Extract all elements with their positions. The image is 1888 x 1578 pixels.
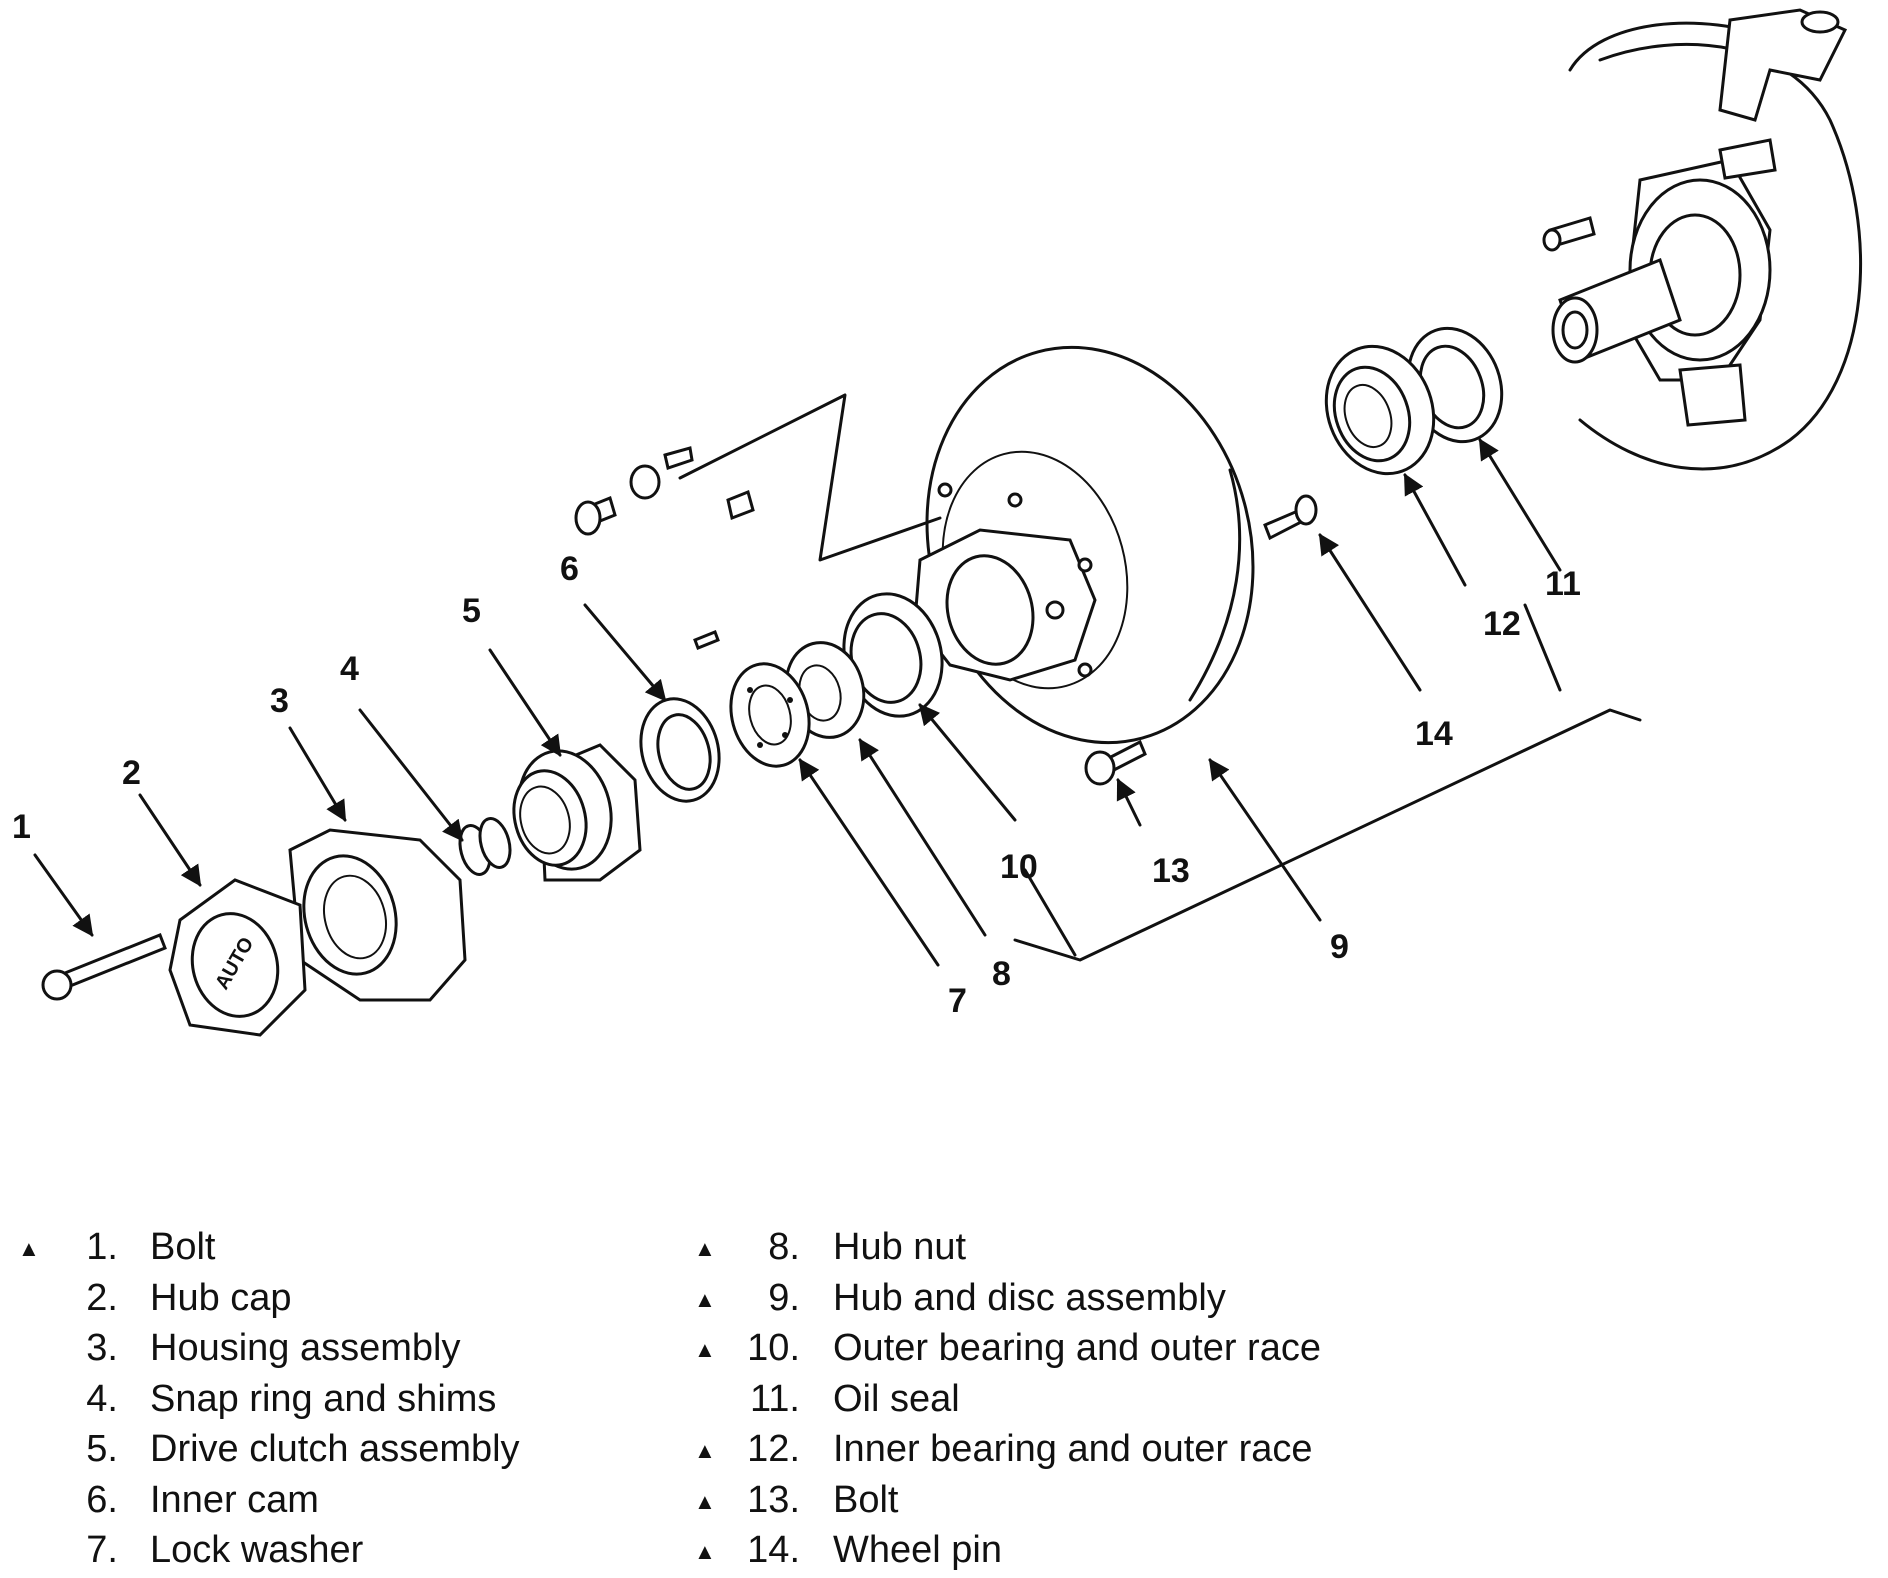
legend-item: 3. Housing assembly <box>0 1323 680 1374</box>
legend-number: 1. <box>86 1226 118 1268</box>
legend-item: ▲ 8. Hub nut <box>680 1222 1880 1273</box>
triangle-icon: ▲ <box>694 1438 716 1463</box>
legend-number: 9. <box>768 1276 800 1319</box>
legend-item: ▲ 9. Hub and disc assembly <box>680 1273 1880 1324</box>
callout-13: 13 <box>1152 852 1190 890</box>
legend-number: 7. <box>86 1529 118 1571</box>
housing-assembly <box>288 828 467 1002</box>
exploded-hub-diagram: AUTO 1 2 3 4 5 <box>12 8 1863 1037</box>
hub-disc-assembly <box>913 345 1255 745</box>
legend-label: Snap ring and shims <box>150 1377 497 1420</box>
legend-label: Hub and disc assembly <box>833 1276 1226 1319</box>
legend-number: 4. <box>86 1377 118 1420</box>
parts-legend-right: ▲ 8. Hub nut ▲ 9. Hub and disc assembly ▲ 10.… <box>680 1222 1880 1576</box>
triangle-icon: ▲ <box>694 1488 716 1514</box>
legend-label: Hub cap <box>150 1276 292 1319</box>
exploded-guide-line <box>678 393 942 562</box>
legend-item: 11. Oil seal <box>680 1374 1880 1425</box>
legend-item: 4. Snap ring and shims <box>0 1374 680 1425</box>
callout-9: 9 <box>1330 928 1349 966</box>
legend-number: 12. <box>747 1428 800 1470</box>
callout-2: 2 <box>122 754 141 792</box>
triangle-icon: ▲ <box>694 1539 716 1564</box>
legend-item: 7. Lock washer <box>0 1525 680 1576</box>
legend-number: 5. <box>86 1428 118 1470</box>
triangle-icon: ▲ <box>18 1236 40 1261</box>
triangle-icon: ▲ <box>694 1286 716 1312</box>
legend-label: Inner bearing and outer race <box>833 1428 1313 1470</box>
bearing-bracket-left <box>1023 868 1077 957</box>
callout-numbers: 1 2 3 4 5 6 7 8 9 10 11 12 13 14 <box>12 550 1581 1020</box>
legend-number: 14. <box>747 1529 800 1571</box>
upper-fasteners <box>574 446 755 536</box>
callout-11: 11 <box>1545 565 1581 603</box>
callout-12: 12 <box>1483 605 1521 643</box>
legend-label: Wheel pin <box>833 1529 1002 1571</box>
parts-legend-left: ▲ 1. Bolt 2. Hub cap 3. Housing assembly 4. S… <box>0 1222 680 1576</box>
legend-number: 3. <box>86 1327 118 1369</box>
legend-label: Lock washer <box>150 1529 364 1571</box>
legend-label: Hub nut <box>833 1226 967 1268</box>
hub-cap: AUTO <box>168 878 307 1037</box>
lock-washer <box>693 630 811 768</box>
legend-label: Bolt <box>150 1226 216 1268</box>
callout-1: 1 <box>12 808 31 846</box>
bearing-bracket <box>1013 708 1642 962</box>
bearing-bracket-top <box>1523 603 1562 692</box>
legend-number: 6. <box>86 1478 118 1521</box>
legend-item: ▲ 10. Outer bearing and outer race <box>680 1323 1880 1374</box>
legend-item: ▲ 13. Bolt <box>680 1475 1880 1526</box>
inner-bearing <box>1324 344 1436 476</box>
callout-8: 8 <box>992 955 1011 993</box>
legend-label: Outer bearing and outer race <box>833 1327 1321 1369</box>
legend-item: 5. Drive clutch assembly <box>0 1424 680 1475</box>
legend-item: 6. Inner cam <box>0 1475 680 1526</box>
triangle-icon: ▲ <box>694 1236 716 1261</box>
legend-label: Drive clutch assembly <box>150 1428 520 1470</box>
legend-number: 2. <box>86 1276 118 1319</box>
inner-cam <box>639 697 721 803</box>
legend-number: 13. <box>747 1478 800 1521</box>
callout-4: 4 <box>340 650 359 688</box>
legend-item: ▲ 1. Bolt <box>0 1222 680 1273</box>
callout-7: 7 <box>948 982 967 1020</box>
legend-item: ▲ 12. Inner bearing and outer race <box>680 1424 1880 1475</box>
callout-14: 14 <box>1415 715 1453 753</box>
callout-10: 10 <box>1000 848 1038 886</box>
legend-item: ▲ 14. Wheel pin <box>680 1525 1880 1576</box>
callout-3: 3 <box>270 682 289 720</box>
snap-ring-shims <box>458 817 512 876</box>
legend-label: Housing assembly <box>150 1327 461 1369</box>
hub-bolt <box>1084 739 1147 786</box>
callout-5: 5 <box>462 592 481 630</box>
wheel-pin <box>1263 494 1318 541</box>
legend-label: Inner cam <box>150 1478 319 1521</box>
steering-knuckle <box>1542 8 1863 471</box>
legend-label: Oil seal <box>833 1377 960 1420</box>
legend-number: 11. <box>749 1377 800 1420</box>
leader-lines <box>33 438 1562 967</box>
legend-label: Bolt <box>833 1478 899 1521</box>
legend-item: 2. Hub cap <box>0 1273 680 1324</box>
triangle-icon: ▲ <box>694 1337 716 1362</box>
drive-clutch <box>512 743 642 882</box>
bolt <box>41 933 167 1001</box>
callout-6: 6 <box>560 550 579 588</box>
outer-bearing <box>842 592 944 718</box>
legend-number: 10. <box>747 1327 800 1369</box>
legend-number: 8. <box>768 1226 800 1268</box>
